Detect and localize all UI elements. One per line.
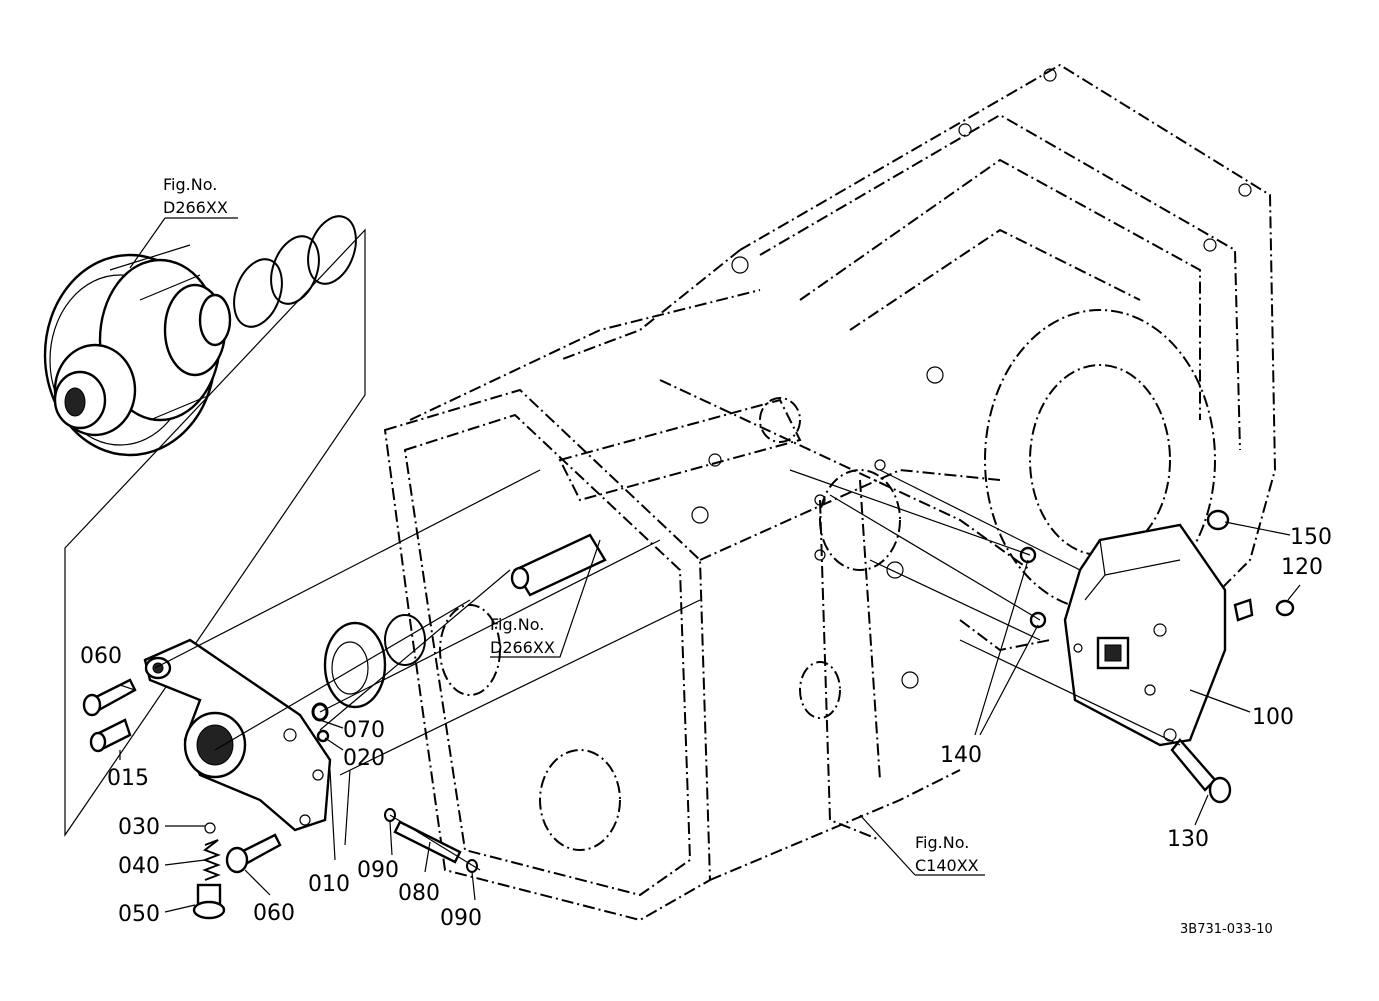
valve-block — [1019, 509, 1295, 804]
figure-ref-label: Fig.No. — [915, 833, 969, 852]
part-label-060-upper: 060 — [80, 644, 122, 669]
figure-ref-label: Fig.No. — [490, 615, 544, 634]
part-label-070: 070 — [343, 718, 385, 743]
drawing-code: 3B731-033-10 — [1180, 922, 1273, 937]
part-label-140: 140 — [940, 743, 982, 768]
part-label-150: 150 — [1290, 525, 1332, 550]
figure-reference-bottom: Fig.No. C140XX — [915, 833, 979, 875]
part-label-050: 050 — [118, 902, 160, 927]
figure-ref-label: Fig.No. — [163, 175, 217, 194]
figure-reference-mid: Fig.No. D266XX — [490, 615, 555, 657]
bracket-assembly — [82, 533, 607, 920]
part-label-020: 020 — [343, 746, 385, 771]
figure-ref-number: C140XX — [915, 856, 979, 875]
clutch-pack-assembly — [43, 215, 366, 837]
part-label-130: 130 — [1167, 827, 1209, 852]
part-label-090-right: 090 — [440, 906, 482, 931]
part-label-090-left: 090 — [357, 858, 399, 883]
figure-ref-number: D266XX — [163, 198, 228, 217]
part-label-120: 120 — [1281, 555, 1323, 580]
part-label-040: 040 — [118, 854, 160, 879]
part-labels: 060 015 070 020 030 040 050 060 010 090 … — [80, 525, 1332, 931]
part-label-015: 015 — [107, 766, 149, 791]
transmission-case — [383, 63, 1277, 922]
figure-ref-number: D266XX — [490, 638, 555, 657]
part-label-080: 080 — [398, 881, 440, 906]
part-label-030: 030 — [118, 815, 160, 840]
figure-reference-top: Fig.No. D266XX — [163, 175, 228, 217]
part-label-100: 100 — [1252, 705, 1294, 730]
part-label-010: 010 — [308, 872, 350, 897]
leader-lines — [119, 217, 1301, 913]
part-label-060-lower: 060 — [253, 901, 295, 926]
